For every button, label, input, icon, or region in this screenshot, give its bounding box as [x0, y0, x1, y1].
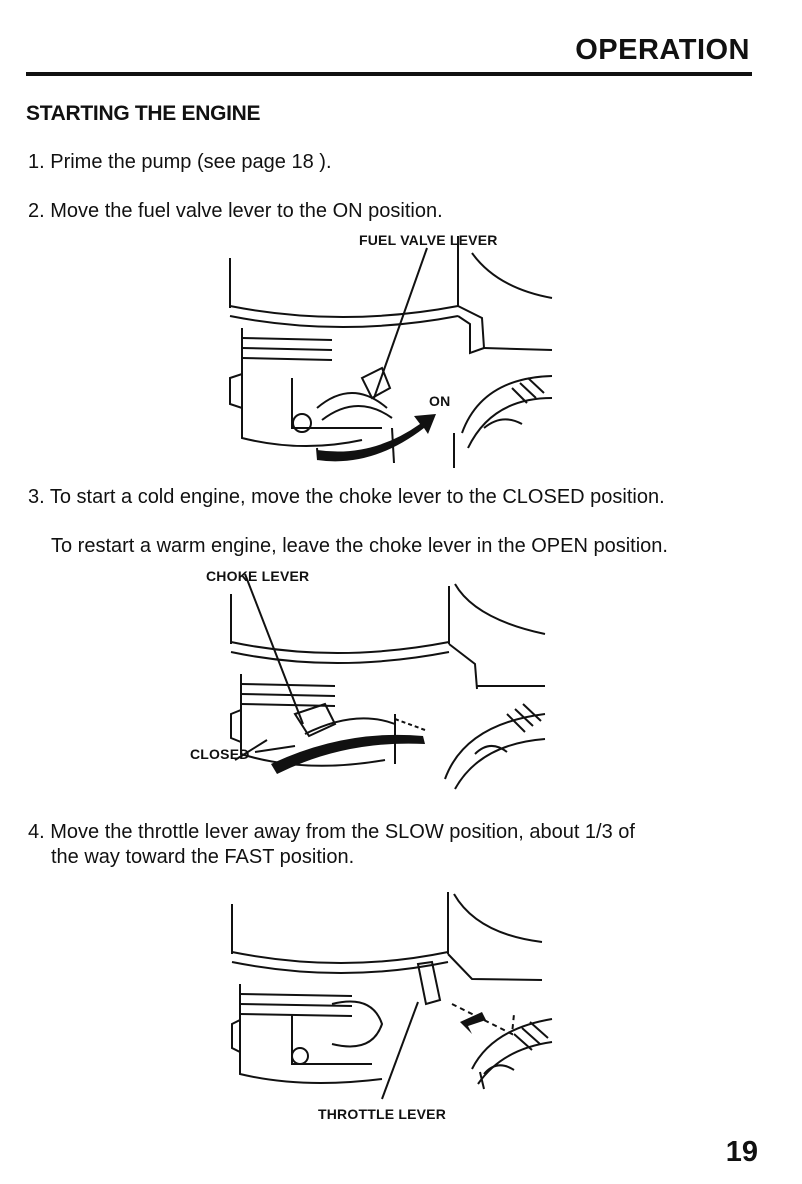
- step-4-text-line-2: the way toward the FAST position.: [51, 846, 355, 868]
- page-number: 19: [725, 1136, 758, 1168]
- header-rule: [26, 72, 752, 76]
- on-position-label: ON: [429, 393, 451, 409]
- choke-lever-callout: CHOKE LEVER: [206, 568, 310, 584]
- step-3-text: 3. To start a cold engine, move the chok…: [28, 486, 665, 508]
- throttle-figure: THROTTLE LEVER: [222, 884, 562, 1129]
- fuel-valve-lever-callout: FUEL VALVE LEVER: [359, 232, 498, 248]
- fuel-valve-illustration: [222, 228, 562, 473]
- section-title: STARTING THE ENGINE: [26, 102, 261, 125]
- step-1-text: 1. Prime the pump (see page 18 ).: [28, 151, 332, 173]
- closed-position-label: CLOSED: [190, 746, 250, 762]
- choke-illustration: [185, 564, 565, 794]
- step-3-subtext: To restart a warm engine, leave the chok…: [51, 535, 668, 557]
- choke-figure: CHOKE LEVER CLOSED: [185, 564, 565, 794]
- throttle-illustration: [222, 884, 562, 1104]
- fuel-valve-figure: FUEL VALVE LEVER ON: [222, 228, 562, 473]
- step-4-text-line-1: 4. Move the throttle lever away from the…: [28, 821, 635, 843]
- throttle-lever-callout: THROTTLE LEVER: [318, 1106, 447, 1122]
- step-2-text: 2. Move the fuel valve lever to the ON p…: [28, 200, 443, 222]
- page-header-title: OPERATION: [575, 34, 750, 66]
